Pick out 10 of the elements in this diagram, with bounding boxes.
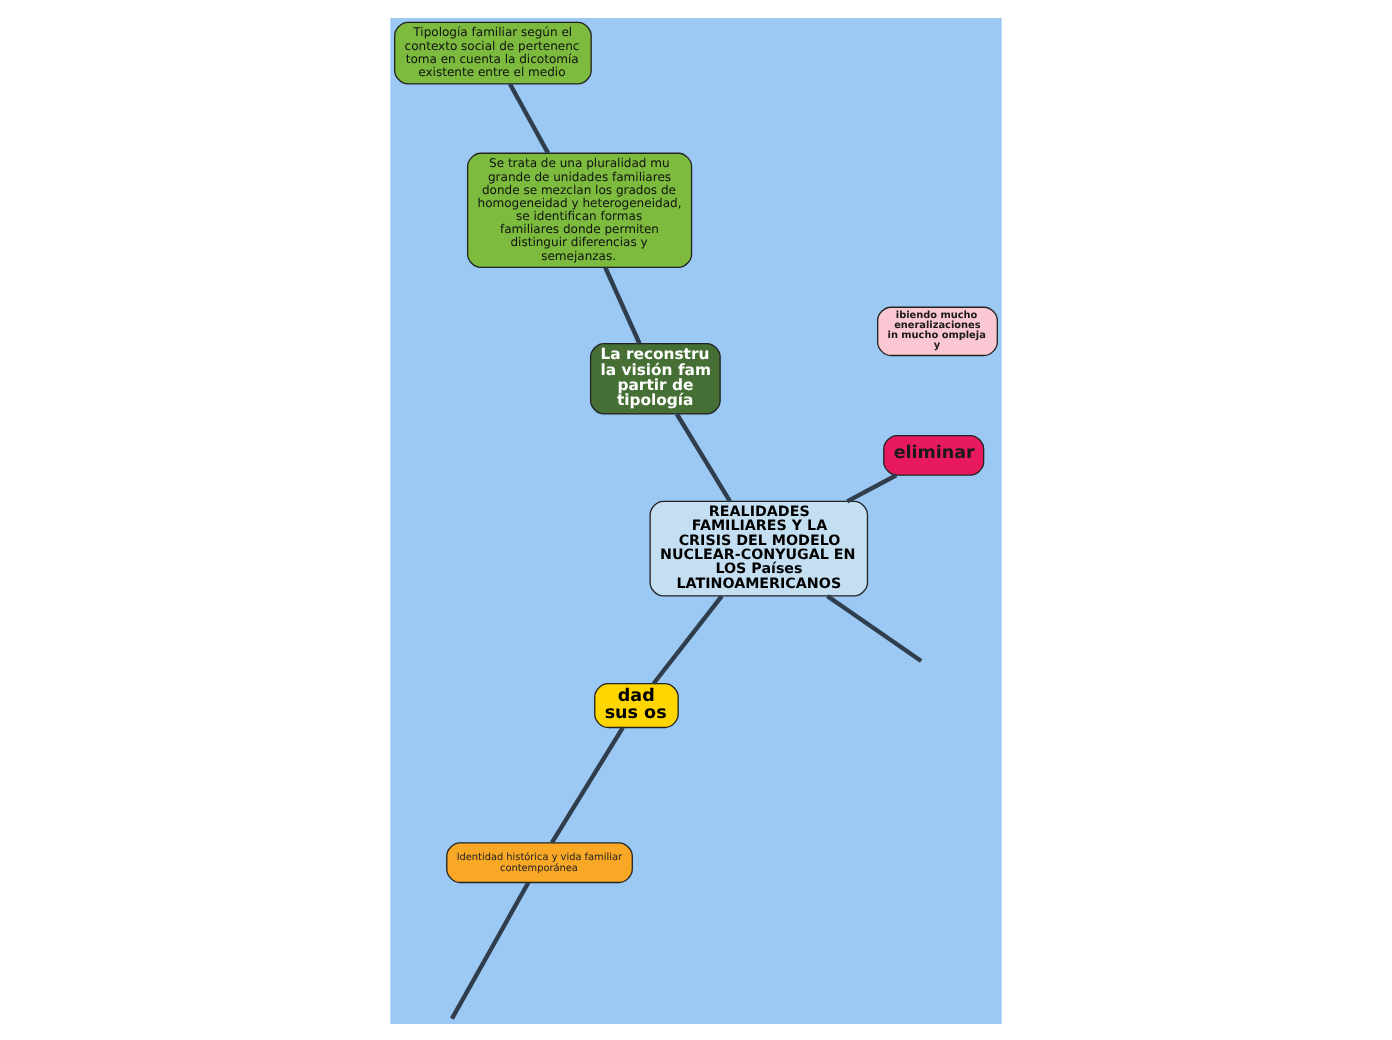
connector: [826, 593, 923, 662]
connector: [603, 265, 642, 344]
connector: [846, 472, 898, 503]
connector: [674, 411, 732, 502]
connector: [450, 880, 531, 1019]
connector: [550, 725, 625, 843]
connector: [508, 81, 550, 154]
node-box: dad sus os: [594, 681, 679, 728]
node-box: eliminar: [883, 433, 985, 475]
connector: [651, 593, 724, 684]
